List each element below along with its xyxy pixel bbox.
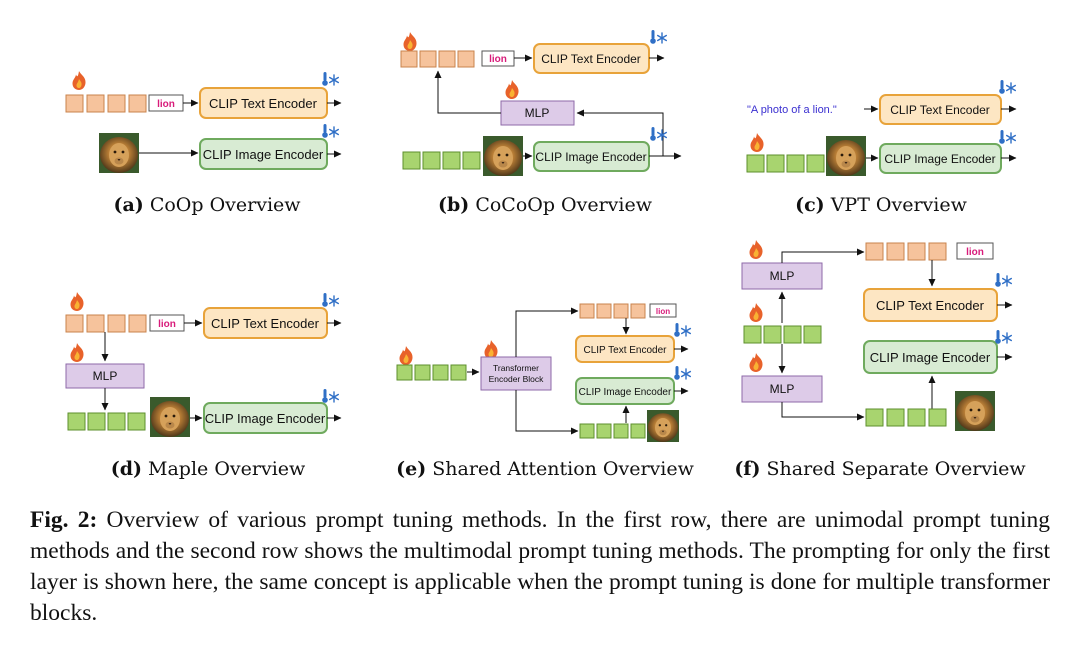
lion-image [955,391,995,431]
clip-text-encoder-label: CLIP Text Encoder [541,52,641,66]
lion-image [483,136,523,176]
snowflake-thermometer-icon [673,322,691,338]
clip-image-encoder-label: CLIP Image Encoder [579,387,672,398]
text-prompt-tokens [65,94,147,113]
panel-cocoop: lion CLIP Text Encoder MLP CLIP Image En… [400,29,682,176]
flame-icon [749,303,763,322]
figure-caption: Fig. 2: Overview of various prompt tunin… [30,505,1050,629]
flame-icon [749,240,763,259]
lion-token-label: lion [158,319,176,330]
mlp-label: MLP [93,369,118,383]
subcaption-a: (a) CoOp Overview [113,194,301,216]
mlp-block [500,100,575,126]
clip-text-encoder-label: CLIP Text Encoder [211,316,320,331]
mlp-label: MLP [770,382,795,396]
snowflake-thermometer-icon [994,272,1012,288]
prompt-tuning-diagram: lion CLIP Text Encoder CLIP Image Encode… [65,29,1026,480]
snowflake-thermometer-icon [998,79,1016,95]
subcaption-e: (e) Shared Attention Overview [396,458,694,480]
flame-icon [749,353,763,372]
lion-token-label: lion [489,54,507,65]
flame-icon [403,32,417,51]
panel-shared-separate: MLP lion CLIP Text Encoder MLP CLIP Imag [741,240,1013,431]
snowflake-thermometer-icon [321,71,339,87]
panel-maple: lion CLIP Text Encoder MLP CLIP Image En… [65,292,342,437]
text-prompt-tokens [865,242,947,261]
shared-prompt-tokens [743,325,822,344]
subcaption-b: (b) CoCoOp Overview [438,194,653,216]
panel-shared-attention: Transformer Encoder Block lion CLIP Text… [396,303,691,442]
flame-icon [399,346,413,365]
flame-icon [70,343,84,362]
flame-icon [750,133,764,152]
lion-image [150,397,190,437]
clip-text-encoder-label: CLIP Text Encoder [209,96,318,111]
snowflake-thermometer-icon [649,29,667,45]
transformer-label: Transformer [493,363,539,373]
snowflake-thermometer-icon [321,123,339,139]
snowflake-thermometer-icon [321,388,339,404]
text-prompt-tokens [65,314,147,333]
clip-image-encoder-label: CLIP Image Encoder [535,150,646,164]
lion-token-label: lion [966,247,984,258]
mlp-label: MLP [770,269,795,283]
transformer-label: Encoder Block [489,374,545,384]
snowflake-thermometer-icon [321,292,339,308]
snowflake-thermometer-icon [998,129,1016,145]
visual-prompt-tokens [746,154,825,173]
subcaption-d: (d) Maple Overview [111,458,306,480]
lion-token-label: lion [656,307,670,316]
snowflake-thermometer-icon [994,329,1012,345]
mlp-block [741,375,823,403]
visual-prompt-tokens [865,408,947,427]
panel-vpt: "A photo of a lion." CLIP Text Encoder C… [746,79,1017,176]
flame-icon [505,80,519,99]
figure-caption-label: Fig. 2: [30,507,98,533]
clip-text-encoder-label: CLIP Text Encoder [876,298,985,313]
mlp-label: MLP [525,106,550,120]
clip-image-encoder-label: CLIP Image Encoder [203,147,324,162]
prompt-sentence: "A photo of a lion." [747,104,837,116]
text-prompt-tokens [400,50,475,68]
clip-image-encoder-label: CLIP Image Encoder [884,152,995,166]
clip-text-encoder-label: CLIP Text Encoder [890,103,990,117]
lion-token [956,242,994,260]
lion-image [99,133,139,173]
visual-prompt-tokens [402,151,481,170]
snowflake-thermometer-icon [673,365,691,381]
panel-coop: lion CLIP Text Encoder CLIP Image Encode… [65,71,342,173]
subcaption-c: (c) VPT Overview [795,194,968,216]
visual-prompt-tokens [396,364,467,381]
lion-image [826,136,866,176]
flame-icon [484,340,498,359]
flame-icon [72,71,86,90]
text-prompt-tokens [579,303,646,319]
lion-token [649,303,677,318]
lion-token-label: lion [157,99,175,110]
figure-caption-text: Overview of various prompt tuning method… [30,507,1050,626]
snowflake-thermometer-icon [649,126,667,142]
mlp-block [741,262,823,290]
visual-prompt-tokens [579,423,646,439]
lion-image [647,410,679,442]
clip-text-encoder-label: CLIP Text Encoder [583,345,667,356]
visual-prompt-tokens [67,412,146,431]
flame-icon [70,292,84,311]
clip-image-encoder-label: CLIP Image Encoder [870,350,991,365]
subcaption-f: (f) Shared Separate Overview [734,458,1026,480]
clip-image-encoder-label: CLIP Image Encoder [205,411,326,426]
